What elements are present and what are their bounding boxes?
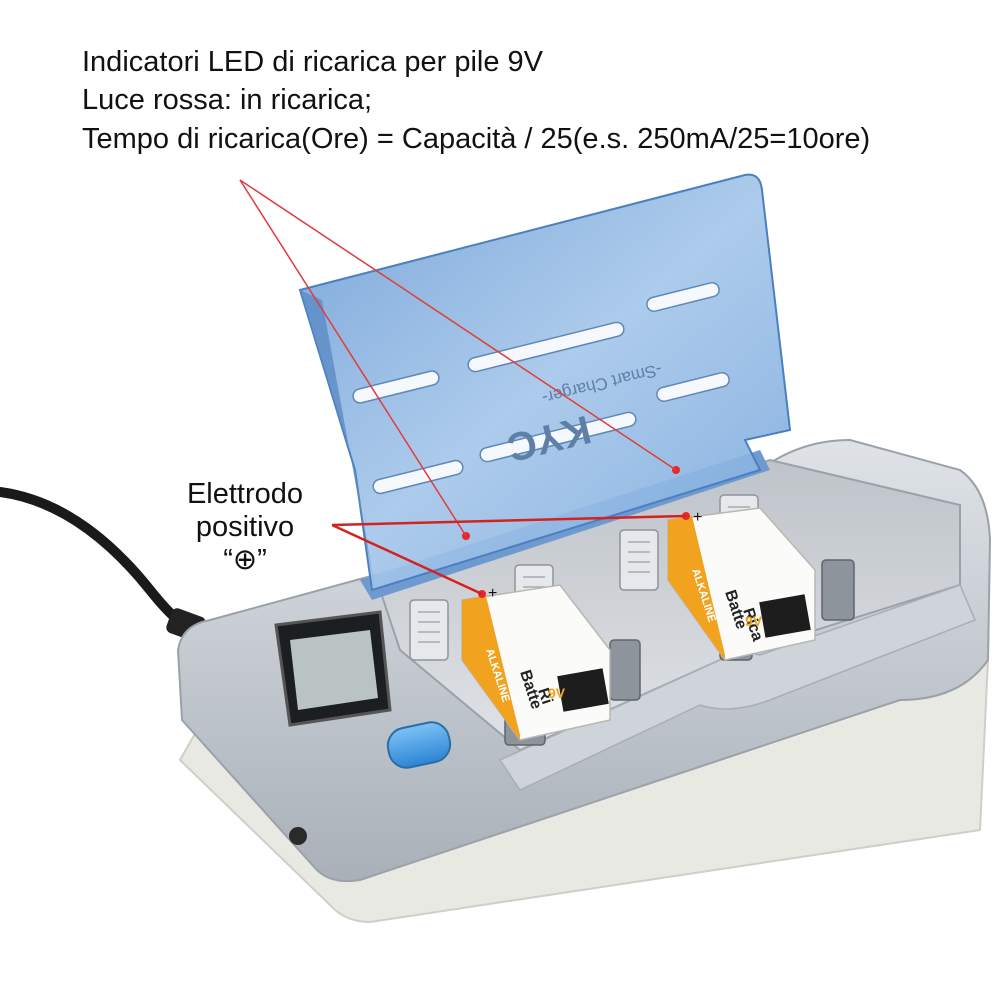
plus-mark-left: +	[488, 585, 497, 602]
dc-jack	[289, 827, 307, 845]
battery-left-brand-line2: Ri	[534, 686, 555, 706]
led-pointer-lines	[239, 179, 677, 537]
battery-9v-left: ALKALINE Batte Ri 9V	[461, 584, 611, 741]
mode-button[interactable]	[385, 719, 454, 771]
electrode-label-line1: Elettrodo	[186, 478, 304, 510]
battery-9v-right: ALKALINE Batte Rica 9V	[667, 507, 816, 661]
battery-left-badge: 9V	[548, 685, 566, 701]
electrode-pointer-lines	[331, 514, 687, 596]
electrode-label-symbol: “⊕”	[223, 544, 267, 576]
lid-slots	[352, 281, 730, 495]
caption-charge-time: Tempo di ricarica(Ore) = Capacità / 25(e…	[82, 123, 871, 155]
lcd-display	[274, 610, 392, 727]
plus-mark-right: +	[693, 509, 702, 526]
caption-red-light: Luce rossa: in ricarica;	[82, 84, 373, 116]
battery-right-badge: 9V	[745, 613, 763, 629]
electrode-label-line2: positivo	[195, 511, 295, 543]
caption-led-indicators: Indicatori LED di ricarica per pile 9V	[82, 46, 543, 78]
